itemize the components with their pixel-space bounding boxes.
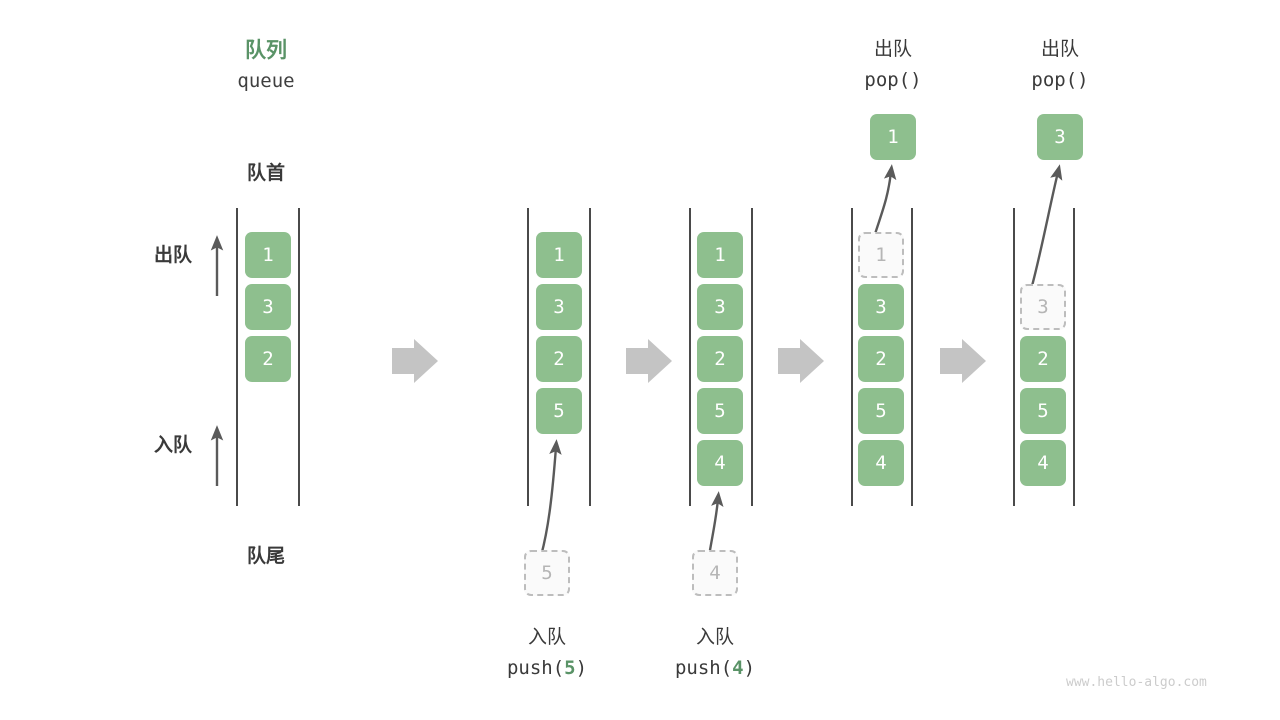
rail-right [298, 208, 300, 506]
queue-cell: 5 [536, 388, 582, 434]
front-label: 队首 [246, 163, 285, 184]
popped-value-box: 3 [1037, 114, 1083, 160]
push-4-label-code: push(4) [645, 657, 785, 679]
popped-value-box: 1 [870, 114, 916, 160]
rail-left [527, 208, 529, 506]
queue-cell: 2 [536, 336, 582, 382]
queue-cell: 1 [536, 232, 582, 278]
push-5-label-cn: 入队 [527, 627, 566, 648]
rail-left [851, 208, 853, 506]
rail-left [689, 208, 691, 506]
push-4-code-prefix: push( [674, 657, 733, 679]
push-5-code-suffix: ) [575, 657, 588, 679]
rail-right [589, 208, 591, 506]
push-5-label-code: push(5) [477, 657, 617, 679]
pop-1-label-code: pop() [864, 69, 922, 91]
queue-cell: 5 [1020, 388, 1066, 434]
incoming-value-box: 5 [524, 550, 570, 596]
push-5-code-value: 5 [564, 657, 576, 679]
rear-label: 队尾 [246, 546, 285, 567]
queue-cell: 4 [1020, 440, 1066, 486]
step-arrow-4 [940, 339, 986, 383]
pop-3-motion-arrow [1030, 164, 1063, 287]
push-4-code-value: 4 [732, 657, 744, 679]
push-5-code-prefix: push( [506, 657, 565, 679]
pop-3-label-cn: 出队 [1040, 39, 1079, 60]
step-arrow-2 [626, 339, 672, 383]
queue-cell: 5 [697, 388, 743, 434]
push-5-motion-arrow [539, 439, 562, 557]
rail-right [911, 208, 913, 506]
popped-slot-ghost: 1 [858, 232, 904, 278]
push-4-motion-arrow [707, 491, 724, 557]
push-4-code-suffix: ) [743, 657, 756, 679]
queue-cell: 1 [245, 232, 291, 278]
queue-cell: 2 [697, 336, 743, 382]
push-4-label-cn: 入队 [695, 627, 734, 648]
queue-cell: 3 [697, 284, 743, 330]
rail-left [1013, 208, 1015, 506]
queue-cell: 2 [1020, 336, 1066, 382]
rail-right [751, 208, 753, 506]
queue-cell: 3 [536, 284, 582, 330]
pop-direction-label: 出队 [153, 245, 192, 266]
queue-cell: 5 [858, 388, 904, 434]
popped-slot-ghost: 3 [1020, 284, 1066, 330]
step-arrow-3 [778, 339, 824, 383]
queue-cell: 2 [858, 336, 904, 382]
watermark: www.hello-algo.com [1066, 675, 1207, 690]
incoming-value-box: 4 [692, 550, 738, 596]
queue-cell: 2 [245, 336, 291, 382]
rail-left [236, 208, 238, 506]
page-title: 队列 [245, 39, 287, 62]
rail-right [1073, 208, 1075, 506]
page-subtitle: queue [237, 70, 295, 92]
queue-cell: 4 [697, 440, 743, 486]
step-arrow-1 [392, 339, 438, 383]
queue-cell: 3 [858, 284, 904, 330]
push-direction-label: 入队 [153, 435, 192, 456]
queue-cell: 4 [858, 440, 904, 486]
pop-3-label-code: pop() [1031, 69, 1089, 91]
pop-1-motion-arrow [873, 164, 897, 235]
pop-1-label-cn: 出队 [873, 39, 912, 60]
queue-cell: 3 [245, 284, 291, 330]
queue-cell: 1 [697, 232, 743, 278]
